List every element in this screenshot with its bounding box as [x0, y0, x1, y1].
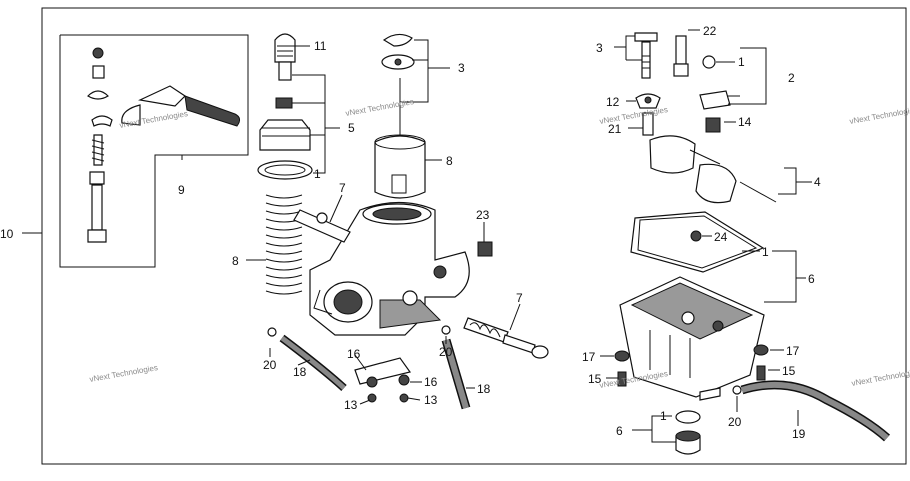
- callout-20-right: 20: [728, 415, 742, 429]
- callout-19: 19: [792, 427, 806, 441]
- callout-6-bowl: 6: [808, 272, 815, 286]
- callout-20-center: 20: [439, 345, 453, 359]
- callout-14: 14: [738, 115, 752, 129]
- pilot-screw: [463, 317, 549, 359]
- throttle-valve: [374, 134, 426, 199]
- drain-bolt-6: [675, 410, 701, 455]
- callout-4: 4: [814, 175, 821, 189]
- bowl-screws-15: [617, 365, 766, 387]
- callout-8-spring: 8: [232, 254, 239, 268]
- callout-16-right: 16: [424, 375, 438, 389]
- leader-lines: [22, 29, 812, 443]
- needle-cap-and-top: [257, 33, 313, 180]
- callout-2: 2: [788, 71, 795, 85]
- watermark: vNext Technologies: [89, 363, 159, 384]
- screws-13: [367, 393, 409, 403]
- callout-9: 9: [178, 183, 185, 197]
- float-needle-parts: [634, 32, 731, 136]
- float-bowl-6: [619, 276, 765, 401]
- watermark: vNext Technologies: [345, 97, 415, 118]
- clips-20: [267, 325, 742, 395]
- vent-tube-left: [279, 334, 347, 391]
- jet-needle-and-clip: [381, 33, 415, 140]
- callout-17-left: 17: [582, 350, 596, 364]
- callout-6-bottom: 6: [616, 424, 623, 438]
- bowl-washers-17: [614, 344, 769, 362]
- callout-5: 5: [348, 121, 355, 135]
- throttle-spring: [265, 194, 303, 295]
- callout-24: 24: [714, 230, 728, 244]
- callout-20-left: 20: [263, 358, 277, 372]
- callout-11: 11: [314, 39, 327, 53]
- throttle-cable-assembly: [87, 47, 241, 243]
- float-4: [649, 135, 777, 204]
- screw-24: [690, 230, 702, 242]
- callout-16-left: 16: [347, 347, 361, 361]
- callout-18-right: 18: [477, 382, 491, 396]
- bracket-16: [354, 357, 412, 388]
- drain-tube-19: [740, 380, 891, 442]
- callout-21: 21: [608, 122, 622, 136]
- callout-17-right: 17: [786, 344, 800, 358]
- float-gasket: [630, 211, 765, 273]
- callout-15-left: 15: [588, 372, 602, 386]
- callout-labels: 10 9 11 5 1 8 3 8 7 23 7 20 18 20 18 16 …: [0, 24, 821, 441]
- callout-8-valve: 8: [446, 154, 453, 168]
- callout-1-top: 1: [314, 167, 321, 181]
- callout-7-top: 7: [339, 181, 346, 195]
- carburetor-body: [293, 201, 470, 336]
- callout-23: 23: [476, 208, 490, 222]
- callout-7-right: 7: [516, 291, 523, 305]
- callout-3-center: 3: [458, 61, 465, 75]
- callout-15-right: 15: [782, 364, 796, 378]
- callout-12: 12: [606, 95, 620, 109]
- callout-3-right: 3: [596, 41, 603, 55]
- callout-22: 22: [703, 24, 717, 38]
- callout-13-left: 13: [344, 398, 358, 412]
- callout-1-right-top: 1: [738, 55, 745, 69]
- callout-1-bottom: 1: [660, 409, 667, 423]
- watermark: vNext Technologies: [851, 367, 910, 388]
- watermark: vNext Technologies: [849, 105, 910, 126]
- outer-frame: [41, 7, 907, 465]
- vent-tube-right: [441, 338, 471, 410]
- drain-plug-23: [477, 241, 493, 257]
- callout-18-left: 18: [293, 365, 307, 379]
- callout-13-right: 13: [424, 393, 438, 407]
- callout-10: 10: [0, 227, 14, 241]
- callout-1-gasket: 1: [762, 245, 769, 259]
